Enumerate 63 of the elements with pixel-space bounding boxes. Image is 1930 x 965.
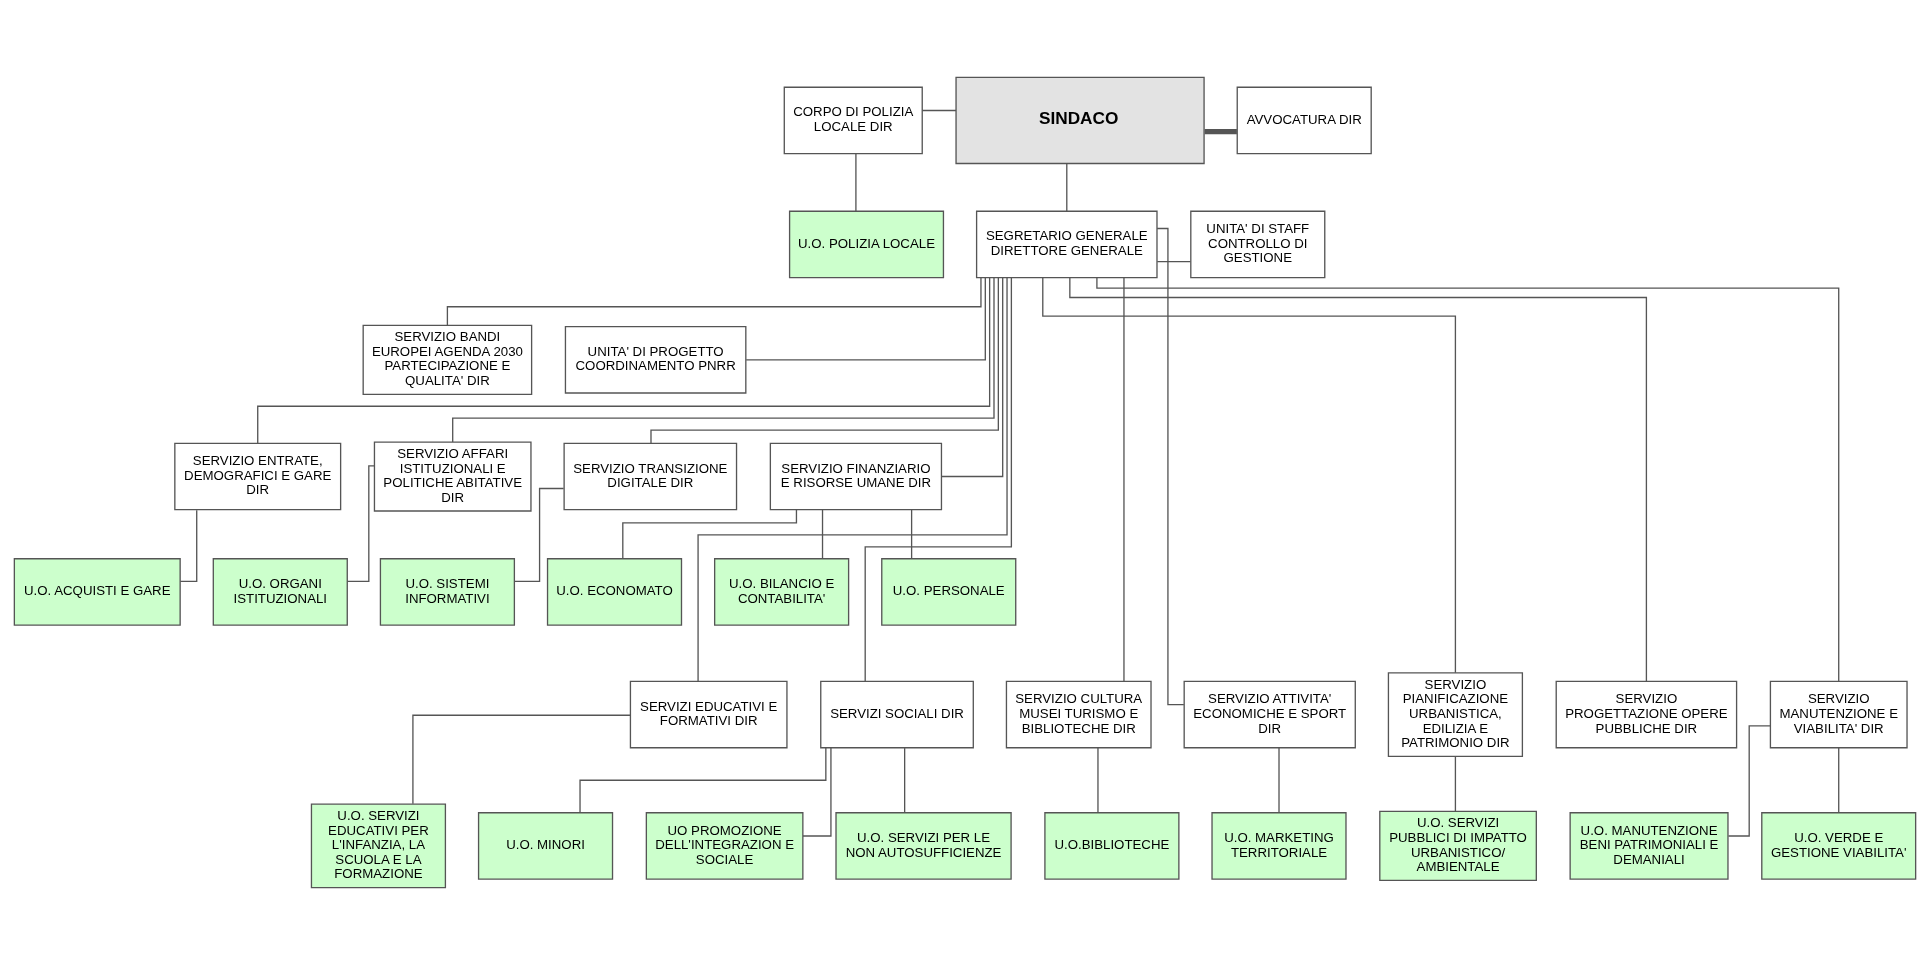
connector <box>1066 163 1068 212</box>
node-box: U.O. ECONOMATO <box>546 558 683 626</box>
connector <box>1069 277 1648 682</box>
connector <box>257 277 991 444</box>
node-box: SERVIZIO ATTIVITA' ECONOMICHE E SPORT DIR <box>1183 680 1356 749</box>
node-box: U.O. ACQUISTI E GARE <box>13 558 181 626</box>
connector <box>1156 261 1192 263</box>
node-box: SERVIZI EDUCATIVI E FORMATIVI DIR <box>629 680 788 749</box>
node-box: U.O. VERDE E GESTIONE VIABILITA' <box>1761 812 1917 880</box>
connector <box>412 714 631 805</box>
connector <box>904 747 906 814</box>
node-box: SERVIZI SOCIALI DIR <box>820 680 974 749</box>
node-box: SERVIZIO CULTURA MUSEI TURISMO E BIBLIOTECHE DIR <box>1005 680 1152 749</box>
connector <box>921 109 957 112</box>
node-box: CORPO DI POLIZIA LOCALE DIR <box>783 86 923 155</box>
node-box: U.O. POLIZIA LOCALE <box>788 210 945 279</box>
connector <box>864 277 1013 682</box>
node-box: UO PROMOZIONE DELL'INTEGRAZION E SOCIALE <box>645 812 804 880</box>
node-box: SERVIZIO AFFARI ISTITUZIONALI E POLITICHE ABITATIVE DIR <box>373 441 532 512</box>
node-box: U.O. SERVIZI EDUCATIVI PER L'INFANZIA, LA SCUOLA E LA FORMAZIONE <box>310 803 447 889</box>
connector <box>1096 276 1840 682</box>
connector <box>622 509 798 560</box>
node-box: U.O.BIBLIOTECHE <box>1044 812 1180 880</box>
connector <box>855 153 857 212</box>
connector <box>452 277 995 443</box>
connector <box>179 509 198 582</box>
connector <box>579 747 827 814</box>
node-box: SINDACO <box>955 76 1205 165</box>
connector <box>1097 747 1099 814</box>
node-box: SEGRETARIO GENERALE DIRETTORE GENERALE <box>975 210 1158 279</box>
node-box: SERVIZIO FINANZIARIO E RISORSE UMANE DIR <box>769 442 943 511</box>
connector <box>1042 277 1457 674</box>
node-box: U.O. MANUTENZIONE BENI PATRIMONIALI E DEMANIALI <box>1569 812 1729 880</box>
node-box: U.O. ORGANI ISTITUZIONALI <box>212 558 348 626</box>
node-box: SERVIZIO BANDI EUROPEI AGENDA 2030 PARTECIPAZIONE E QUALITA' DIR <box>362 324 533 395</box>
connector <box>1156 227 1185 706</box>
node-box: SERVIZIO ENTRATE, DEMOGRAFICI E GARE DIR <box>174 442 342 511</box>
node-box: U.O. MINORI <box>477 812 614 880</box>
node-box: SERVIZIO PROGETTAZIONE OPERE PUBBLICHE DIR <box>1555 680 1738 749</box>
connector <box>1204 129 1237 135</box>
connector <box>697 277 1008 682</box>
node-box: SERVIZIO TRANSIZIONE DIGITALE DIR <box>563 442 738 511</box>
connector <box>1123 277 1125 682</box>
connector <box>650 276 999 444</box>
node-box: U.O. SISTEMI INFORMATIVI <box>379 558 516 626</box>
connector <box>910 509 913 560</box>
connector <box>745 277 986 361</box>
connector <box>821 509 824 560</box>
node-box: U.O. SERVIZI PER LE NON AUTOSUFFICIENZE <box>835 812 1012 880</box>
node-box: SERVIZIO MANUTENZIONE E VIABILITA' DIR <box>1769 680 1908 749</box>
connector <box>941 277 1004 478</box>
node-box: U.O. PERSONALE <box>881 558 1017 626</box>
connector <box>1278 747 1280 814</box>
node-box: U.O. MARKETING TERRITORIALE <box>1211 812 1347 880</box>
node-box: UNITA' DI PROGETTO COORDINAMENTO PNRR <box>564 326 747 394</box>
node-box: AVVOCATURA DIR <box>1236 86 1372 155</box>
node-box: U.O. BILANCIO E CONTABILITA' <box>714 558 850 626</box>
connector <box>1838 747 1840 814</box>
connector <box>1454 755 1457 813</box>
node-box: UNITA' DI STAFF CONTROLLO DI GESTIONE <box>1190 210 1326 279</box>
connector <box>802 747 832 837</box>
node-box: U.O. SERVIZI PUBBLICI DI IMPATTO URBANISTICO/ AMBIENTALE <box>1379 810 1537 882</box>
node-box: SERVIZIO PIANIFICAZIONE URBANISTICA, EDILIZIA E PATRIMONIO DIR <box>1387 672 1524 758</box>
